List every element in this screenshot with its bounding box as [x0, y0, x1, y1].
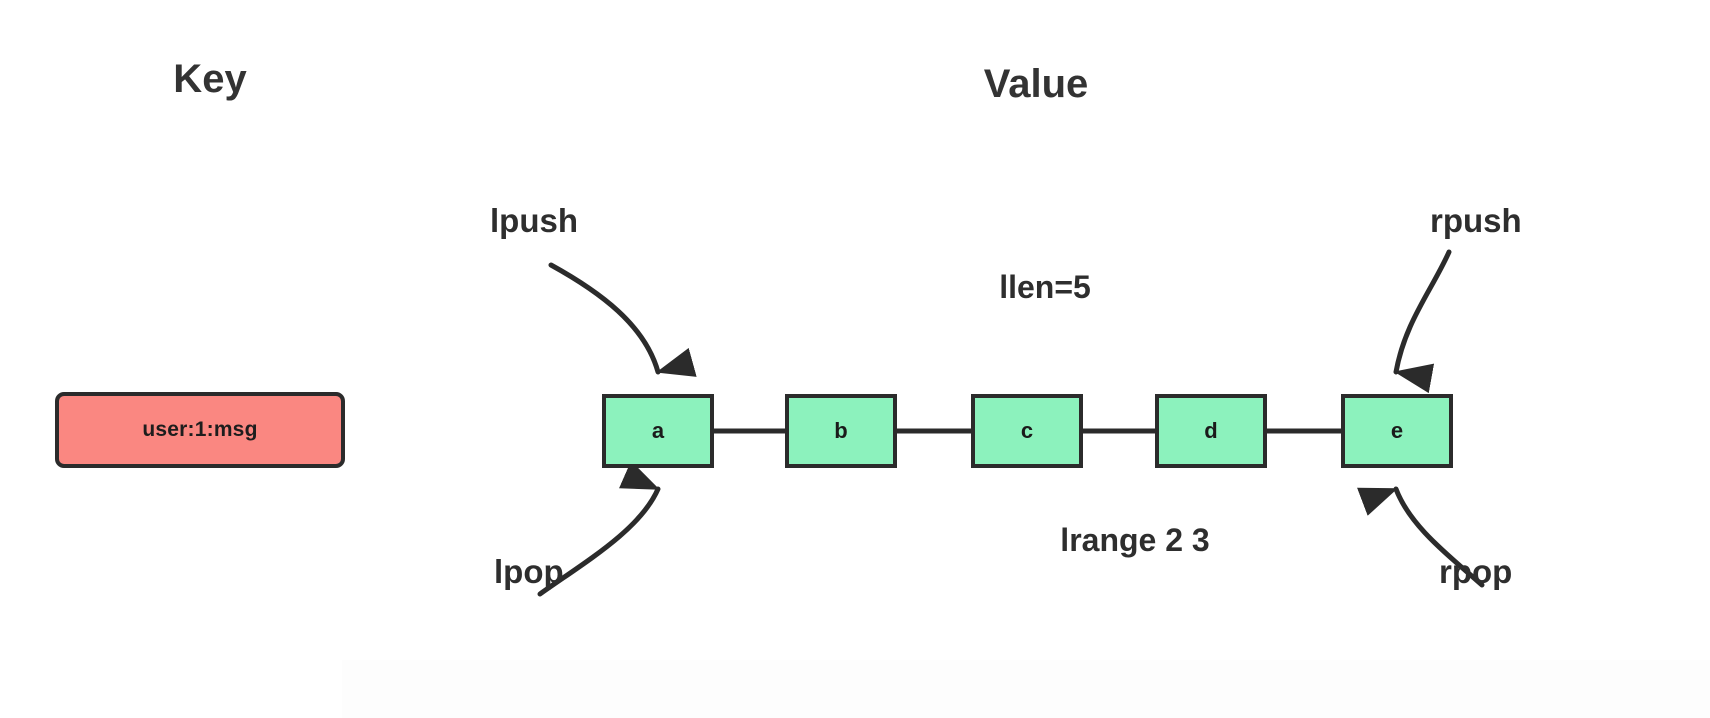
key-box: user:1:msg	[55, 392, 345, 468]
column-title-value: Value	[983, 62, 1089, 106]
operation-label-lpop: lpop	[494, 553, 564, 590]
list-node: e	[1341, 394, 1453, 468]
operation-label-llen: llen=5	[999, 269, 1091, 305]
list-node-label: b	[834, 418, 848, 443]
column-title-key: Key	[173, 57, 247, 101]
arrow-lpop	[537, 460, 661, 597]
list-node: d	[1155, 394, 1267, 468]
key-label: user:1:msg	[142, 418, 258, 441]
list-node-label: e	[1390, 418, 1404, 443]
list-node-label: c	[1020, 418, 1034, 443]
arrow-lpush	[548, 262, 697, 377]
arrow-rpop	[1357, 486, 1485, 588]
list-node: b	[785, 394, 897, 468]
operation-label-rpop: rpop	[1439, 553, 1513, 590]
arrow-rpush	[1393, 249, 1452, 394]
list-node-label: d	[1204, 418, 1218, 443]
operation-label-rpush: rpush	[1430, 202, 1522, 239]
background-panel	[342, 660, 1710, 718]
list-node: a	[602, 394, 714, 468]
list-node-label: a	[651, 418, 665, 443]
operation-label-lrange: lrange 2 3	[1060, 522, 1210, 558]
list-node: c	[971, 394, 1083, 468]
operation-label-lpush: lpush	[490, 202, 578, 239]
